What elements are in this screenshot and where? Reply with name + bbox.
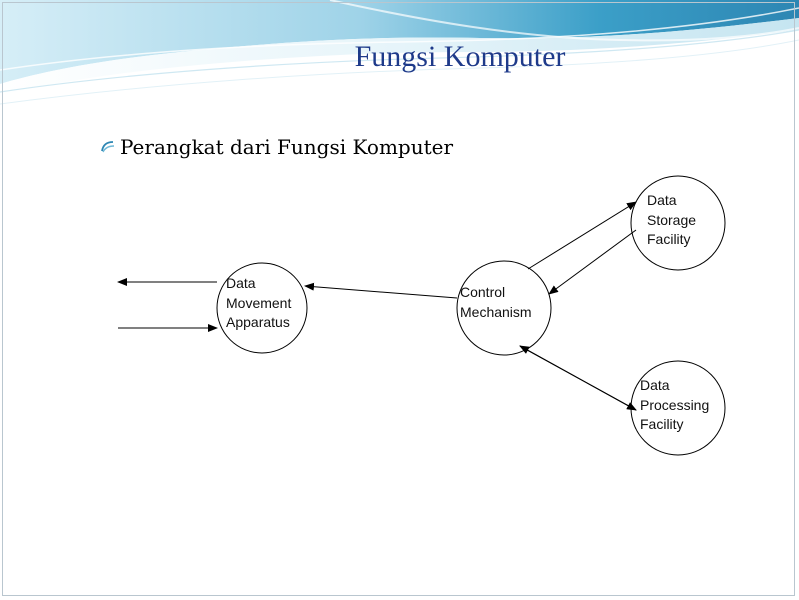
arrow-control-to-processing — [519, 345, 637, 411]
label-data-storage-facility: Data Storage Facility — [647, 192, 697, 247]
header-wave-decoration — [0, 0, 799, 105]
bullet-item: Perangkat dari Fungsi Komputer — [100, 134, 453, 160]
arrow-storage-to-control — [548, 229, 637, 295]
arrow-control-to-movement — [304, 282, 458, 299]
node-data-movement-apparatus — [216, 262, 308, 354]
label-data-movement-apparatus: Data Movement Apparatus — [226, 275, 292, 330]
arrow-control-to-storage — [527, 201, 637, 270]
slide-title: Fungsi Komputer — [354, 40, 566, 73]
node-data-storage-facility — [630, 175, 726, 271]
label-data-processing-facility: Data Processing Facility — [640, 377, 710, 432]
node-control-mechanism — [456, 260, 552, 356]
label-control-mechanism: Control Mechanism — [460, 284, 532, 320]
bullet-icon — [100, 139, 116, 155]
bullet-text: Perangkat dari Fungsi Komputer — [120, 135, 454, 159]
